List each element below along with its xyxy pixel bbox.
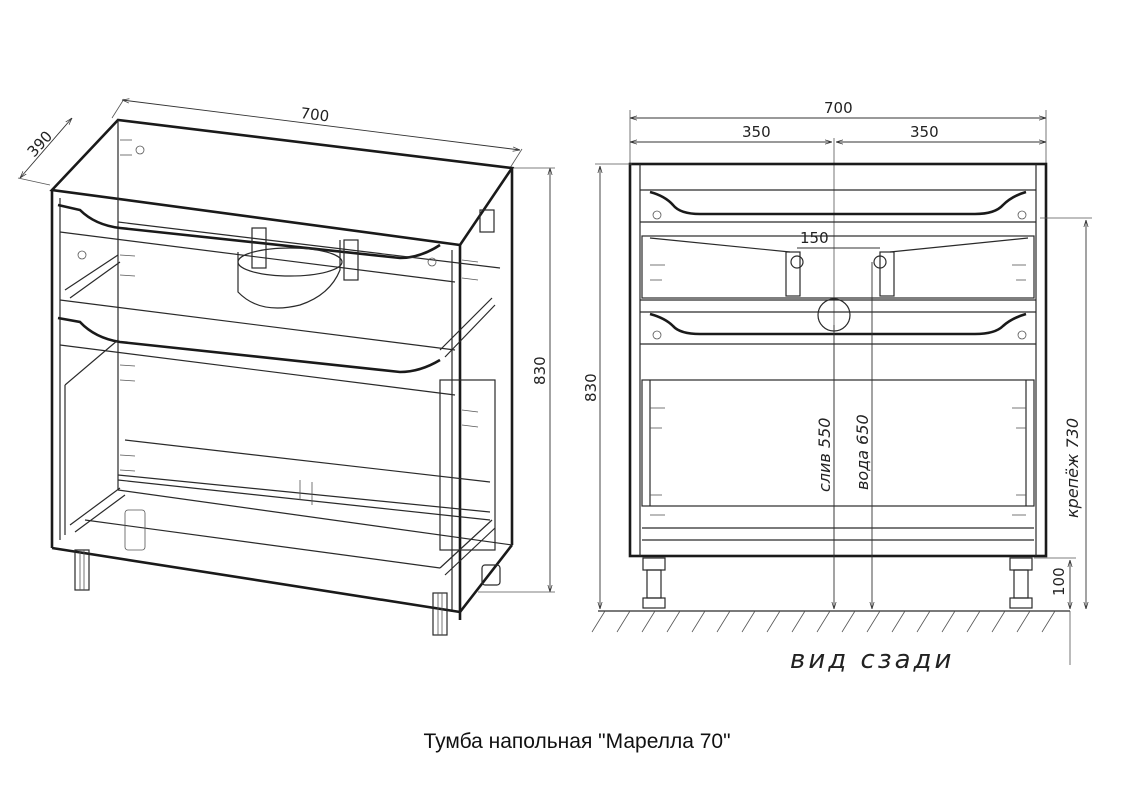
rear-half-right-label: 350	[910, 123, 939, 141]
leg-height-label: 100	[1050, 567, 1068, 596]
rear-legs	[642, 557, 1033, 609]
rear-half-left-label: 350	[742, 123, 771, 141]
drawing-title: Тумба напольная "Марелла 70"	[0, 730, 1139, 754]
iso-legs	[74, 509, 501, 636]
rear-view-label: вид сзади	[790, 645, 954, 675]
floor-hatching	[591, 610, 1056, 633]
product-title: Тумба напольная "Марелла 70"	[423, 730, 731, 753]
iso-depth-label: 390	[24, 127, 57, 160]
rear-view: 700 350 350 150	[582, 99, 1092, 675]
mount-height-label: крепёж 730	[1063, 418, 1082, 518]
rear-height-label: 830	[582, 373, 600, 402]
isometric-view: 700 390 830	[17, 99, 555, 636]
iso-height-label: 830	[531, 356, 549, 385]
water-height-label: вода 650	[853, 414, 872, 490]
iso-width-label: 700	[300, 104, 331, 125]
pipe-spacing-label: 150	[800, 229, 829, 247]
drain-height-label: слив 550	[815, 418, 834, 492]
rear-total-width-label: 700	[824, 99, 853, 117]
